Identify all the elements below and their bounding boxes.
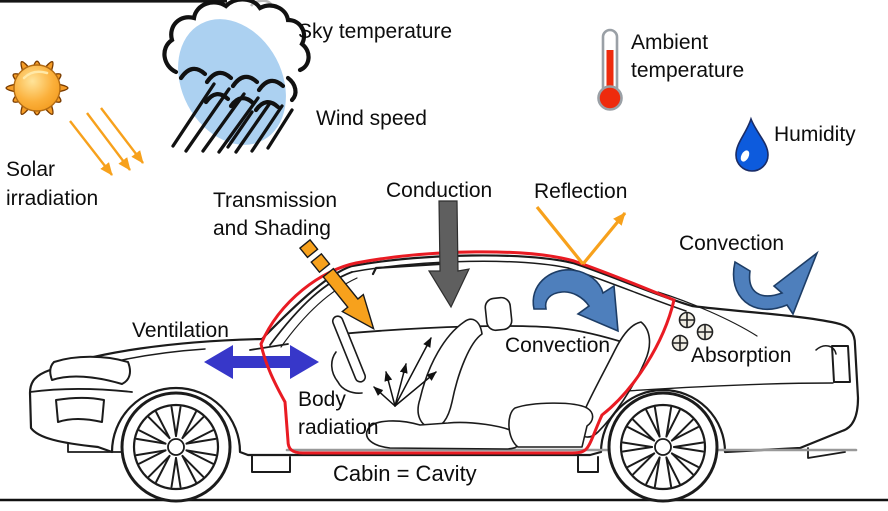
cabin-cavity-outline: [259, 250, 676, 455]
absorption-plus-symbols: [671, 311, 714, 352]
label-ambient-line2: temperature: [631, 59, 745, 82]
rear-seat-cushion: [508, 402, 594, 448]
label-humidity: Humidity: [774, 123, 856, 146]
label-absorption: Absorption: [691, 344, 792, 367]
sun-icon: [5, 60, 69, 116]
label-wind-speed: Wind speed: [316, 107, 427, 130]
label-cabin-cavity: Cabin = Cavity: [333, 461, 477, 486]
label-body-radiation: Body radiation: [298, 386, 379, 442]
label-transmission-shading: Transmission and Shading: [213, 187, 337, 243]
water-drop-icon: [735, 116, 769, 172]
rear-wheel: [607, 391, 719, 503]
label-solar-line2: irradiation: [6, 187, 99, 210]
label-convection-interior: Convection: [505, 334, 611, 357]
front-seat-cushion: [365, 420, 522, 450]
label-transmission-line2: and Shading: [213, 217, 331, 240]
thermometer-icon: [597, 28, 623, 111]
rain-lines: [171, 82, 294, 154]
convection-arrow-exterior: [732, 250, 819, 316]
label-body-line1: Body: [298, 388, 346, 411]
storm-cloud-rain-icon: [162, 0, 311, 154]
top-fragment-mark: [249, 0, 272, 7]
label-body-line2: radiation: [298, 416, 379, 439]
label-ambient-temperature: Ambient temperature: [631, 29, 744, 85]
car-side-view: [28, 254, 860, 503]
front-seat-back: [417, 318, 483, 429]
label-solar-irradiation: Solar irradiation: [6, 155, 98, 213]
body-radiation-arrows: [373, 337, 437, 407]
convection-arrow-interior: [532, 269, 619, 333]
label-convection-exterior: Convection: [679, 232, 785, 255]
label-solar-line1: Solar: [6, 158, 56, 181]
label-ambient-line1: Ambient: [631, 31, 709, 54]
top-edge-line: [0, 0, 227, 3]
label-transmission-line1: Transmission: [213, 189, 338, 212]
front-air-intake: [55, 396, 105, 423]
label-reflection: Reflection: [534, 180, 628, 203]
ventilation-arrow: [204, 345, 319, 379]
reflection-arrows: [535, 205, 627, 266]
rear-seat-back: [577, 321, 651, 438]
solar-irradiation-arrows: [69, 107, 144, 176]
label-sky-temperature: Sky temperature: [298, 20, 453, 43]
front-headrest: [484, 296, 513, 332]
transmission-shading-arrow: [298, 238, 375, 331]
car-interior: [330, 296, 651, 450]
dashboard-lines: [330, 351, 363, 394]
front-wheel: [120, 391, 232, 503]
steering-wheel: [331, 315, 367, 383]
tail-light: [831, 345, 851, 383]
conduction-arrow: [427, 200, 471, 309]
label-conduction: Conduction: [386, 179, 493, 202]
headlight: [49, 355, 131, 385]
label-ventilation: Ventilation: [132, 319, 229, 342]
